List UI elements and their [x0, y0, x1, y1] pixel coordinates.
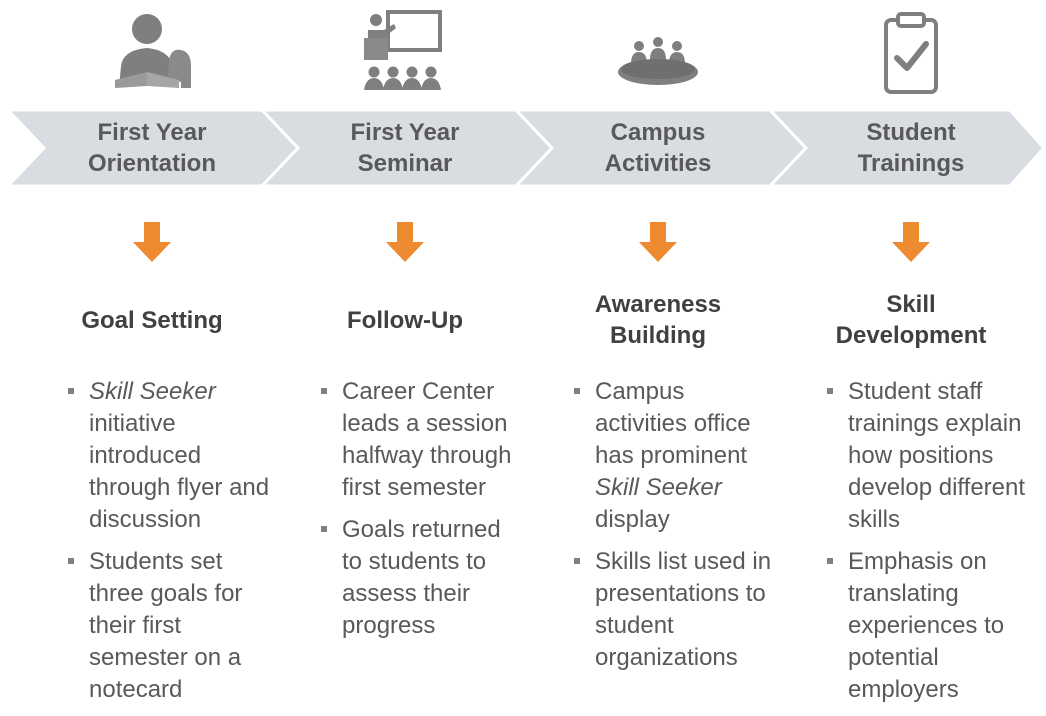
bullet-item: Goals returned to students to assess the…: [309, 514, 527, 642]
stage-column-1: First Year Orientation Goal Setting Skil…: [26, 0, 278, 707]
bullet-list: Career Center leads a session halfway th…: [309, 376, 527, 652]
outcome-heading: Follow-Up: [347, 306, 463, 334]
meeting-table-icon: [532, 8, 784, 98]
process-chevron-band: [4, 108, 1046, 188]
stage-column-2: First Year Seminar Follow-Up Career Cent…: [279, 0, 531, 707]
stage-label: Student Trainings: [857, 119, 965, 177]
stage-label: First Year Seminar: [350, 119, 460, 177]
outcome-heading: Goal Setting: [81, 306, 223, 334]
bullet-item: Skills list used in presentations to stu…: [562, 546, 780, 674]
bullet-item: Students set three goals for their first…: [56, 546, 274, 706]
bullet-item: Career Center leads a session halfway th…: [309, 376, 527, 504]
student-reading-icon: [26, 8, 278, 98]
bullet-list: Student staff trainings explain how posi…: [815, 376, 1033, 716]
bullet-item: Student staff trainings explain how posi…: [815, 376, 1033, 536]
bullet-item: Skill Seeker initiative introduced throu…: [56, 376, 274, 536]
down-arrow-icon: [892, 222, 930, 262]
stage-column-4: Student Trainings Skill Development Stud…: [785, 0, 1037, 707]
chevron-4: [766, 108, 1046, 188]
stage-label: First Year Orientation: [87, 119, 216, 177]
outcome-heading: Skill Development: [835, 291, 987, 349]
classroom-presentation-icon: [279, 8, 531, 98]
bullet-list: Campus activities office has prominent S…: [562, 376, 780, 684]
stage-column-3: Campus Activities Awareness Building Cam…: [532, 0, 784, 707]
bullet-item: Emphasis on translating experiences to p…: [815, 546, 1033, 706]
stage-label: Campus Activities: [604, 119, 712, 177]
down-arrow-icon: [133, 222, 171, 262]
outcome-heading: Awareness Building: [594, 291, 722, 349]
bullet-item: Campus activities office has prominent S…: [562, 376, 780, 536]
clipboard-check-icon: [785, 8, 1037, 98]
down-arrow-icon: [639, 222, 677, 262]
down-arrow-icon: [386, 222, 424, 262]
bullet-list: Skill Seeker initiative introduced throu…: [56, 376, 274, 716]
